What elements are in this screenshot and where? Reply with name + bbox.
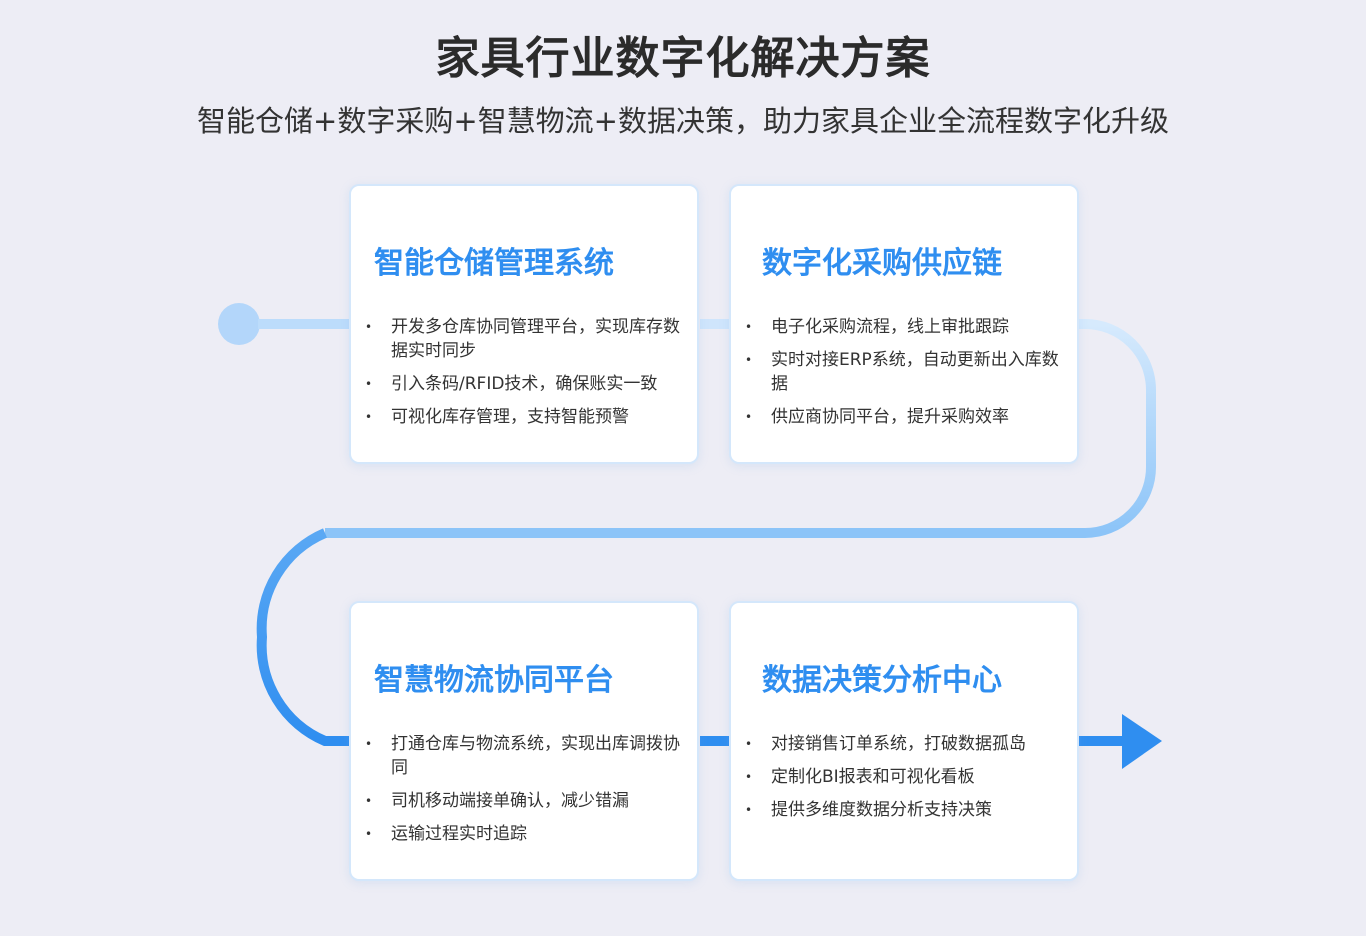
list-item-text: 打通仓库与物流系统，实现出库调拨协同: [391, 734, 680, 778]
card-feature-list: • 对接销售订单系统，打破数据孤岛 • 定制化BI报表和可视化看板 • 提供多维度数据…: [745, 732, 1067, 831]
flow-curve-right: [1079, 319, 1156, 538]
bullet-icon: •: [365, 737, 373, 751]
list-item-text: 对接销售订单系统，打破数据孤岛: [771, 734, 1026, 754]
list-item-text: 电子化采购流程，线上审批跟踪: [771, 317, 1009, 337]
list-item: • 开发多仓库协同管理平台，实现库存数据实时同步: [365, 315, 687, 363]
page-subtitle: 智能仓储+数字采购+智慧物流+数据决策，助力家具企业全流程数字化升级: [197, 104, 1169, 138]
card-title: 数字化采购供应链: [762, 246, 1002, 281]
bullet-icon: •: [365, 377, 373, 391]
list-item-text: 运输过程实时追踪: [391, 824, 527, 844]
card-title: 数据决策分析中心: [762, 663, 1002, 698]
list-item: • 电子化采购流程，线上审批跟踪: [745, 315, 1067, 339]
bullet-icon: •: [745, 803, 753, 817]
card-feature-list: • 电子化采购流程，线上审批跟踪 • 实时对接ERP系统，自动更新出入库数据 • 供应…: [745, 315, 1067, 438]
list-item: • 打通仓库与物流系统，实现出库调拨协同: [365, 732, 687, 780]
bullet-icon: •: [365, 827, 373, 841]
flow-curve-left: [256, 528, 352, 746]
bullet-icon: •: [745, 410, 753, 424]
card-smart-logistics: 智慧物流协同平台 • 打通仓库与物流系统，实现出库调拨协同 • 司机移动端接单确认，…: [349, 601, 699, 881]
card-data-decision: 数据决策分析中心 • 对接销售订单系统，打破数据孤岛 • 定制化BI报表和可视化看板…: [729, 601, 1079, 881]
bullet-icon: •: [365, 794, 373, 808]
list-item: • 对接销售订单系统，打破数据孤岛: [745, 732, 1067, 756]
list-item: • 引入条码/RFID技术，确保账实一致: [365, 372, 687, 396]
list-item-text: 开发多仓库协同管理平台，实现库存数据实时同步: [391, 317, 680, 361]
list-item-text: 可视化库存管理，支持智能预警: [391, 407, 629, 427]
list-item: • 实时对接ERP系统，自动更新出入库数据: [745, 348, 1067, 396]
bullet-icon: •: [365, 320, 373, 334]
list-item: • 定制化BI报表和可视化看板: [745, 765, 1067, 789]
card-feature-list: • 打通仓库与物流系统，实现出库调拨协同 • 司机移动端接单确认，减少错漏 • 运输过…: [365, 732, 687, 855]
list-item: • 司机移动端接单确认，减少错漏: [365, 789, 687, 813]
bullet-icon: •: [745, 320, 753, 334]
flow-end-arrow-icon: [1122, 714, 1162, 769]
list-item: • 运输过程实时追踪: [365, 822, 687, 846]
list-item: • 提供多维度数据分析支持决策: [745, 798, 1067, 822]
card-smart-warehouse: 智能仓储管理系统 • 开发多仓库协同管理平台，实现库存数据实时同步 • 引入条码/R…: [349, 184, 699, 464]
flow-start-dot: [218, 303, 260, 345]
list-item: • 供应商协同平台，提升采购效率: [745, 405, 1067, 429]
list-item-text: 定制化BI报表和可视化看板: [771, 767, 975, 787]
list-item-text: 司机移动端接单确认，减少错漏: [391, 791, 629, 811]
list-item: • 可视化库存管理，支持智能预警: [365, 405, 687, 429]
list-item-text: 提供多维度数据分析支持决策: [771, 800, 992, 820]
card-title: 智能仓储管理系统: [374, 246, 614, 281]
bullet-icon: •: [745, 353, 753, 367]
card-feature-list: • 开发多仓库协同管理平台，实现库存数据实时同步 • 引入条码/RFID技术，确保账…: [365, 315, 687, 438]
list-item-text: 引入条码/RFID技术，确保账实一致: [391, 374, 658, 394]
bullet-icon: •: [365, 410, 373, 424]
list-item-text: 实时对接ERP系统，自动更新出入库数据: [771, 350, 1059, 394]
card-digital-procurement: 数字化采购供应链 • 电子化采购流程，线上审批跟踪 • 实时对接ERP系统，自动更新…: [729, 184, 1079, 464]
page-title: 家具行业数字化解决方案: [435, 33, 931, 84]
bullet-icon: •: [745, 770, 753, 784]
list-item-text: 供应商协同平台，提升采购效率: [771, 407, 1009, 427]
card-title: 智慧物流协同平台: [374, 663, 614, 698]
bullet-icon: •: [745, 737, 753, 751]
